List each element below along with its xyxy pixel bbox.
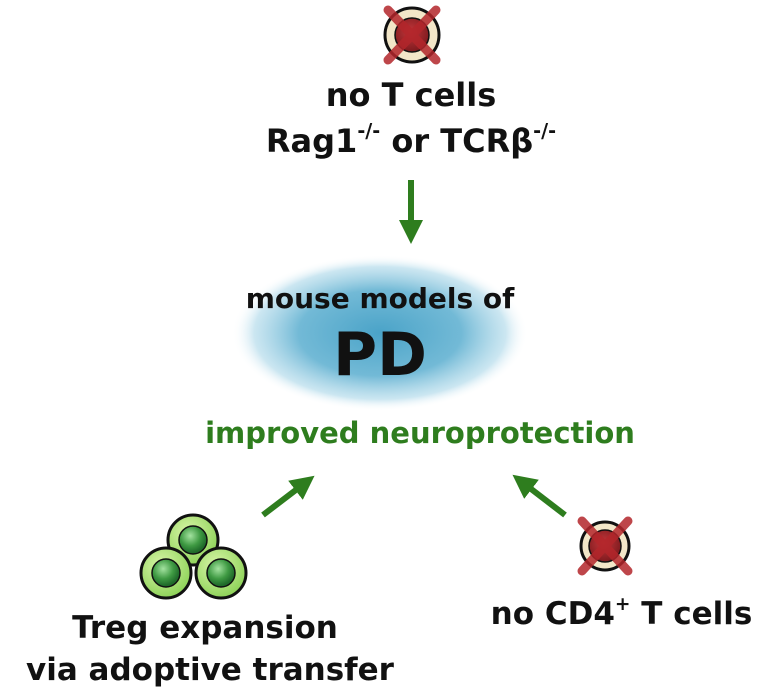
outcome-label: improved neuroprotection: [205, 416, 635, 450]
arrow-bottom-right: [512, 474, 567, 518]
depleted-t-cell-icon-top: [383, 5, 441, 65]
tcrb-text: or TCRβ: [380, 122, 534, 160]
bottom-left-line1: Treg expansion: [72, 610, 338, 646]
depleted-t-cell-icon-right: [577, 516, 633, 576]
bottom-right-label: no CD4+ T cells: [478, 594, 765, 632]
center-label-pd: PD: [333, 320, 427, 390]
bottom-left-line2: via adoptive transfer: [26, 652, 394, 688]
cd4-sup: +: [614, 594, 631, 616]
rag1-sup: -/-: [357, 119, 381, 143]
center-label-line1: mouse models of: [245, 282, 515, 315]
t-cells-text: T cells: [630, 596, 753, 632]
rag1-text: Rag1: [265, 122, 358, 160]
top-label-line2: Rag1-/- or TCRβ-/-: [225, 122, 597, 160]
arrow-bottom-left: [261, 475, 315, 518]
pd-ellipse: [232, 255, 528, 411]
cd4-text: no CD4: [490, 596, 615, 632]
top-label-line1: no T cells: [325, 76, 497, 114]
tcrb-sup: -/-: [533, 119, 557, 143]
treg-cells-icon: [139, 513, 248, 600]
